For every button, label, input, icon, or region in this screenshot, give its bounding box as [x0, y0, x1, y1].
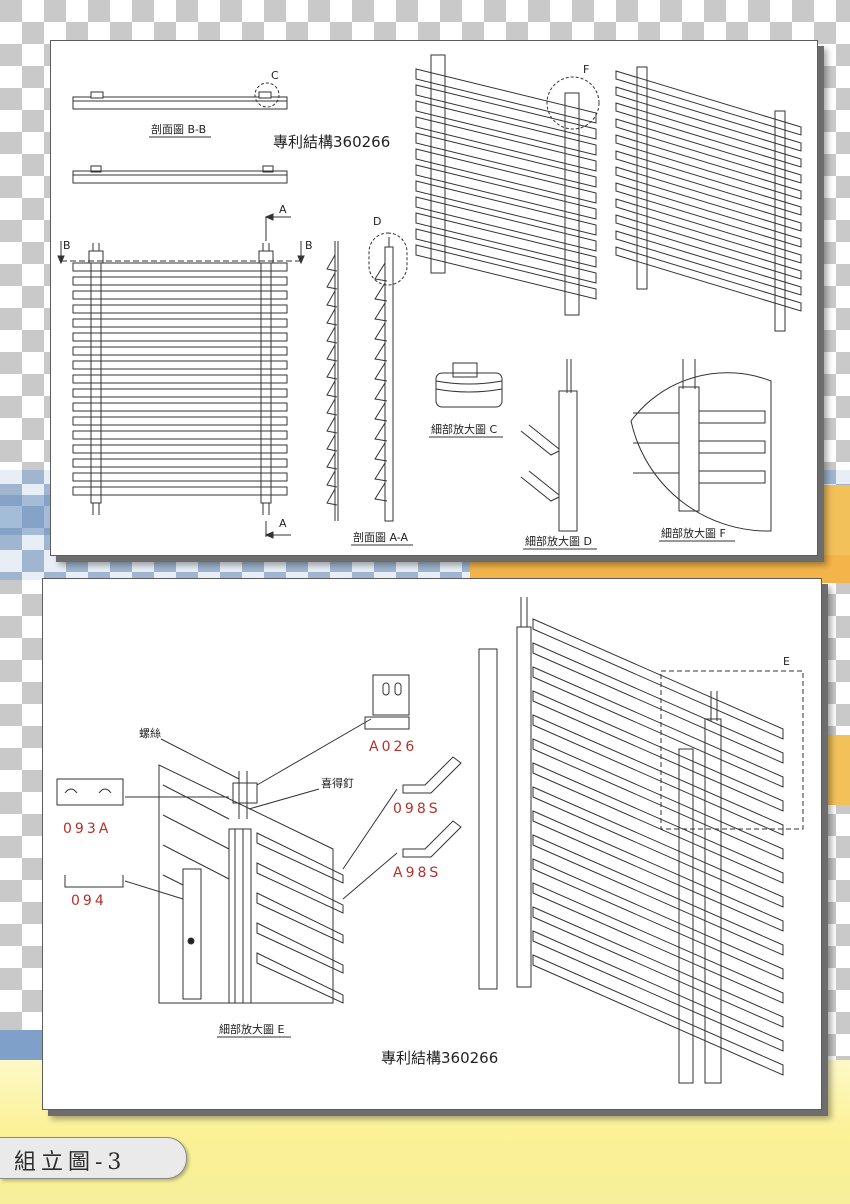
marker-e: E [783, 655, 790, 668]
detail-f-drawing [630, 359, 772, 532]
rivet-label: 喜得釘 [321, 776, 354, 790]
part-098s-profile [402, 756, 462, 794]
detail-c-drawing [435, 362, 503, 408]
top-drawing: 剖面圖 B-B 專利結構360266 C D F A A B B 剖面圖 A-A… [57, 54, 802, 550]
bottom-drawing: 螺絲 喜得釘 A026 093A 098S A98S 094 E 細部放大圖 E… [56, 597, 804, 1084]
part-a026-bracket [364, 674, 410, 730]
profile-rail [72, 170, 288, 184]
perspective-view-right [615, 66, 802, 332]
section-bb-profile [72, 96, 288, 110]
page-title: 組立圖-3 [14, 1150, 127, 1175]
bottom-drawing-panel: 螺絲 喜得釘 A026 093A 098S A98S 094 E 細部放大圖 E… [42, 578, 822, 1110]
part-code-093a: 093A [63, 821, 111, 837]
detail-e-label: 細部放大圖 E [219, 1022, 284, 1036]
patent-label-top: 專利結構360266 [273, 133, 390, 151]
part-094-profile [64, 875, 124, 888]
detail-c-label: 細部放大圖 C [431, 422, 497, 436]
detail-e-assembly [158, 764, 344, 1004]
page-title-tab: 組立圖-3 [0, 1137, 187, 1179]
part-093a-profile [56, 778, 124, 806]
detail-f-label: 細部放大圖 F [661, 526, 726, 540]
section-aa-view [326, 232, 408, 522]
screw-label: 螺絲 [139, 726, 161, 740]
section-aa-label: 剖面圖 A-A [353, 530, 409, 544]
patent-label-bottom: 專利結構360266 [381, 1049, 498, 1067]
detail-d-drawing [520, 359, 578, 532]
part-code-a98s: A98S [393, 865, 441, 881]
marker-c: C [271, 69, 279, 82]
marker-b-left: B [63, 239, 71, 252]
section-bb-label: 剖面圖 B-B [151, 122, 206, 136]
marker-a-top: A [279, 203, 287, 216]
top-drawing-panel: 剖面圖 B-B 專利結構360266 C D F A A B B 剖面圖 A-A… [50, 40, 818, 556]
large-assembly-view [478, 597, 804, 1084]
marker-a-bottom: A [279, 517, 287, 530]
part-code-a026: A026 [369, 739, 417, 755]
front-elevation [57, 213, 305, 539]
marker-f: F [583, 63, 589, 76]
marker-b-right: B [305, 239, 313, 252]
part-a98s-profile [402, 820, 462, 858]
perspective-view-center [415, 54, 600, 316]
part-code-094: 094 [71, 893, 107, 909]
detail-d-label: 細部放大圖 D [525, 534, 592, 548]
marker-d: D [373, 215, 381, 228]
part-code-098s: 098S [393, 801, 441, 817]
